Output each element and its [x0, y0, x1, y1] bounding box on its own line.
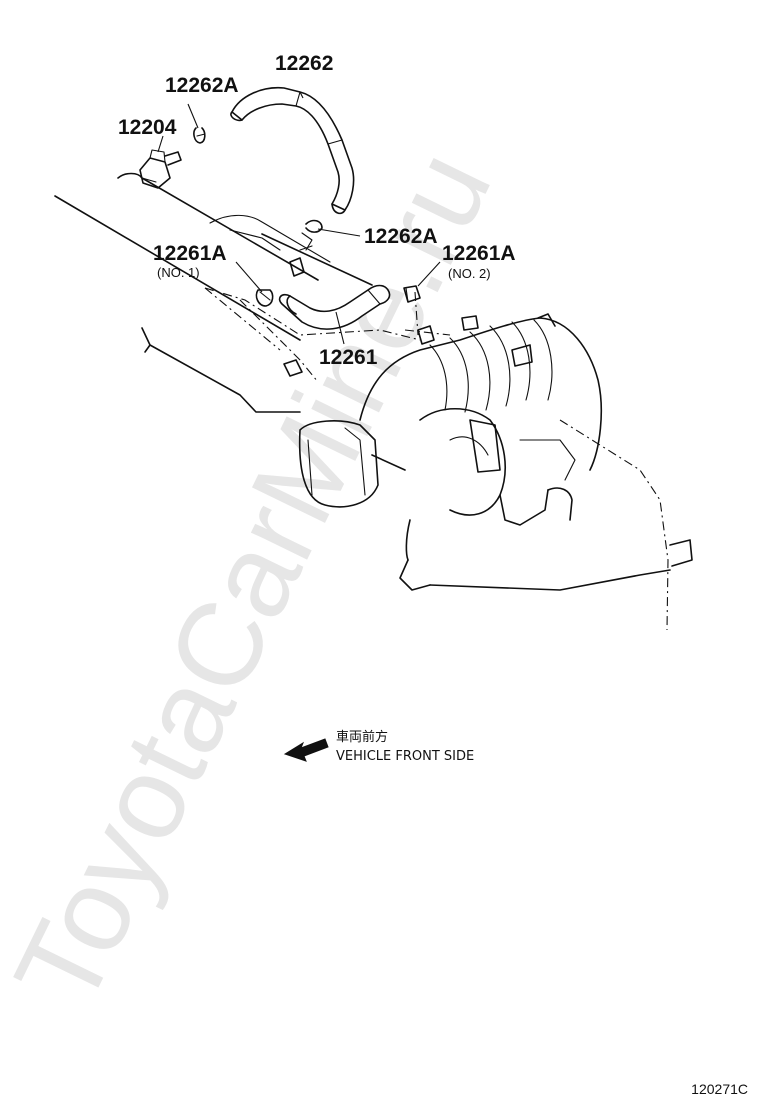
- watermark: ToyotaCarMine.ru: [0, 132, 517, 1027]
- front-arrow-icon: [283, 738, 329, 762]
- part-number: 12261: [319, 346, 378, 369]
- part-sub-label: (NO. 1): [157, 265, 200, 280]
- part-number: 12262: [275, 52, 333, 75]
- part-number: 12204: [118, 116, 177, 139]
- leader-lines: [157, 91, 441, 345]
- front-note-english: VEHICLE FRONT SIDE: [336, 749, 474, 764]
- hose-clip-upper: [193, 127, 206, 144]
- callout-12262[interactable]: 12262: [275, 52, 333, 75]
- engine-cylinder-head: [54, 172, 373, 413]
- part-number: 12262A: [165, 74, 239, 97]
- callout-12261[interactable]: 12261: [319, 346, 378, 369]
- callout-12262A-lower[interactable]: 12262A: [364, 225, 438, 248]
- callout-12261A-no2[interactable]: 12261A (NO. 2): [442, 242, 516, 281]
- hose-clamp-no1: [255, 289, 274, 307]
- vehicle-front-indicator: 車両前方 VEHICLE FRONT SIDE: [283, 729, 474, 764]
- diagram-id: 120271C: [691, 1081, 748, 1097]
- callout-12204[interactable]: 12204: [118, 116, 177, 139]
- part-number: 12261A: [153, 242, 227, 265]
- pcv-valve: [139, 149, 182, 189]
- part-sub-label: (NO. 2): [448, 266, 491, 281]
- part-number: 12261A: [442, 242, 516, 265]
- intake-manifold: [298, 313, 693, 591]
- front-note-japanese: 車両前方: [336, 729, 388, 745]
- part-number: 12262A: [364, 225, 438, 248]
- callout-12261A-no1[interactable]: 12261A (NO. 1): [153, 242, 227, 280]
- ventilation-hose-upper: [230, 86, 355, 215]
- ventilation-hose-lower: [278, 284, 391, 330]
- hose-clip-lower: [301, 219, 323, 251]
- callout-12262A-upper[interactable]: 12262A: [165, 74, 239, 97]
- head-union: [283, 245, 479, 377]
- hose-clamp-no2: [403, 285, 421, 303]
